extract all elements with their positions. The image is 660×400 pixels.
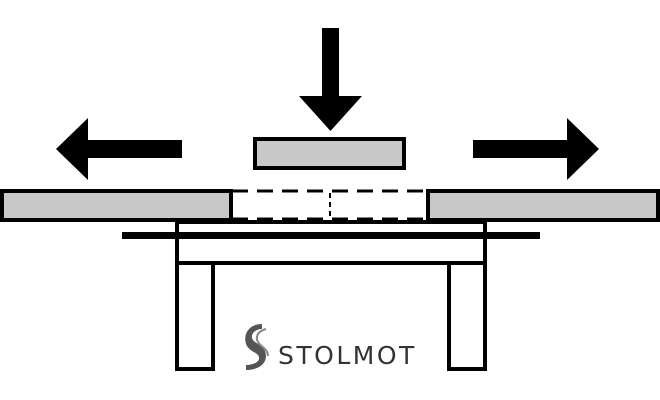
table-leg-left: [175, 261, 215, 371]
slide-rail: [122, 232, 540, 239]
tabletop-left-half: [0, 189, 233, 222]
tabletop-right-half: [426, 189, 660, 222]
arrow-down-icon: [299, 28, 362, 131]
brand-name: STOLMOT: [278, 341, 417, 370]
table-apron: [175, 220, 487, 265]
table-leg-right: [447, 261, 487, 371]
insert-leaf-board: [253, 137, 406, 170]
leaf-slot-dashed-outline: [232, 189, 428, 221]
arrow-left-icon: [56, 118, 182, 180]
arrow-right-icon: [473, 118, 599, 180]
stylized-s-logo-icon: [245, 324, 266, 370]
brand-logo: STOLMOT: [245, 324, 417, 370]
